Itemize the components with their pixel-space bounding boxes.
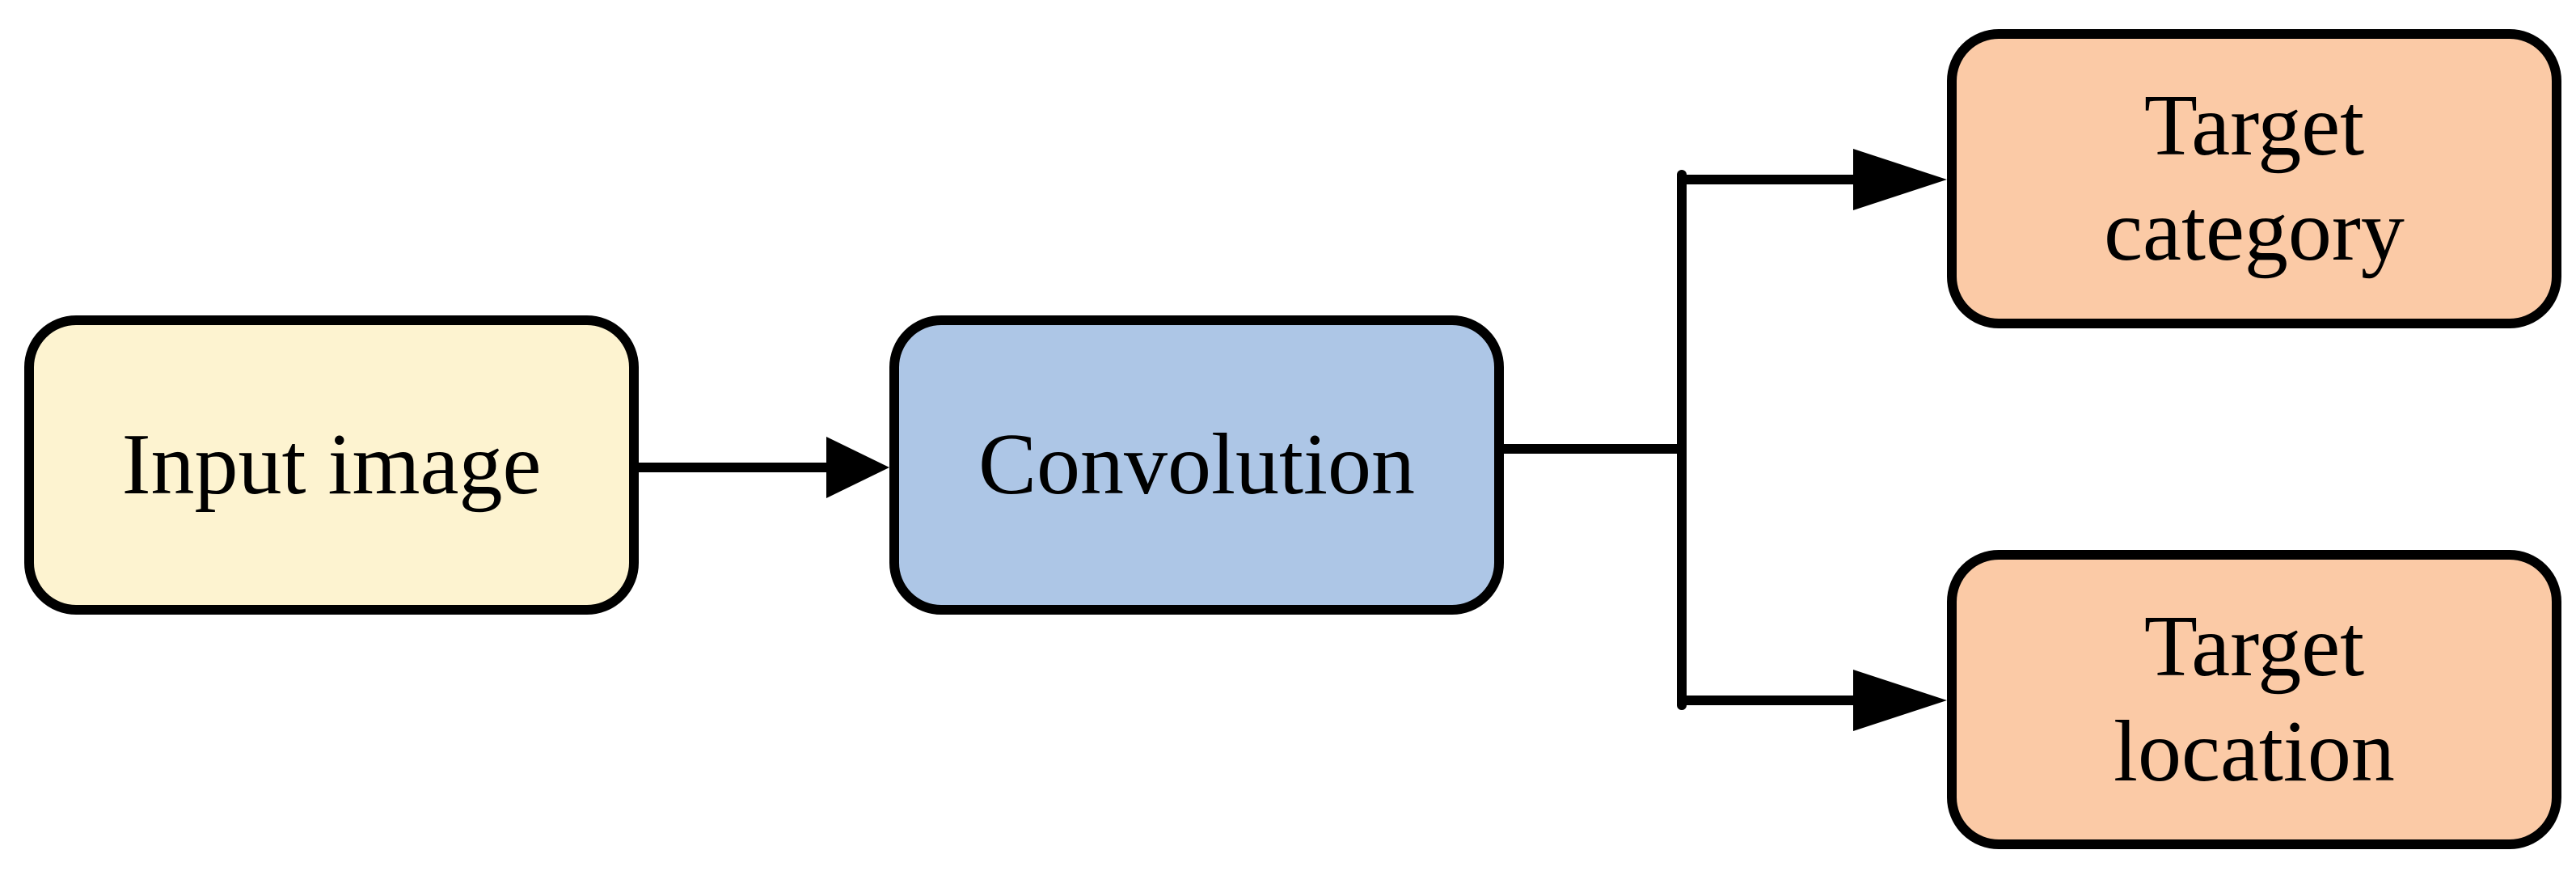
input-image-label: Input image bbox=[121, 416, 542, 514]
target-category-text: Target category bbox=[2104, 74, 2405, 283]
target-location-line1: Target bbox=[2143, 598, 2365, 696]
arrowhead-location bbox=[1853, 670, 1947, 731]
target-location-box: Target location bbox=[1947, 550, 2561, 849]
convolution-box: Convolution bbox=[889, 315, 1504, 615]
input-image-box: Input image bbox=[24, 315, 639, 615]
convolution-label: Convolution bbox=[978, 416, 1416, 514]
arrowhead-category bbox=[1853, 149, 1947, 210]
target-category-box: Target category bbox=[1947, 29, 2561, 328]
target-category-line1: Target bbox=[2143, 78, 2365, 175]
target-location-line2: location bbox=[2114, 704, 2395, 800]
arrowhead-convolution bbox=[826, 437, 889, 498]
target-category-line2: category bbox=[2104, 183, 2405, 279]
target-location-text: Target location bbox=[2114, 594, 2395, 804]
